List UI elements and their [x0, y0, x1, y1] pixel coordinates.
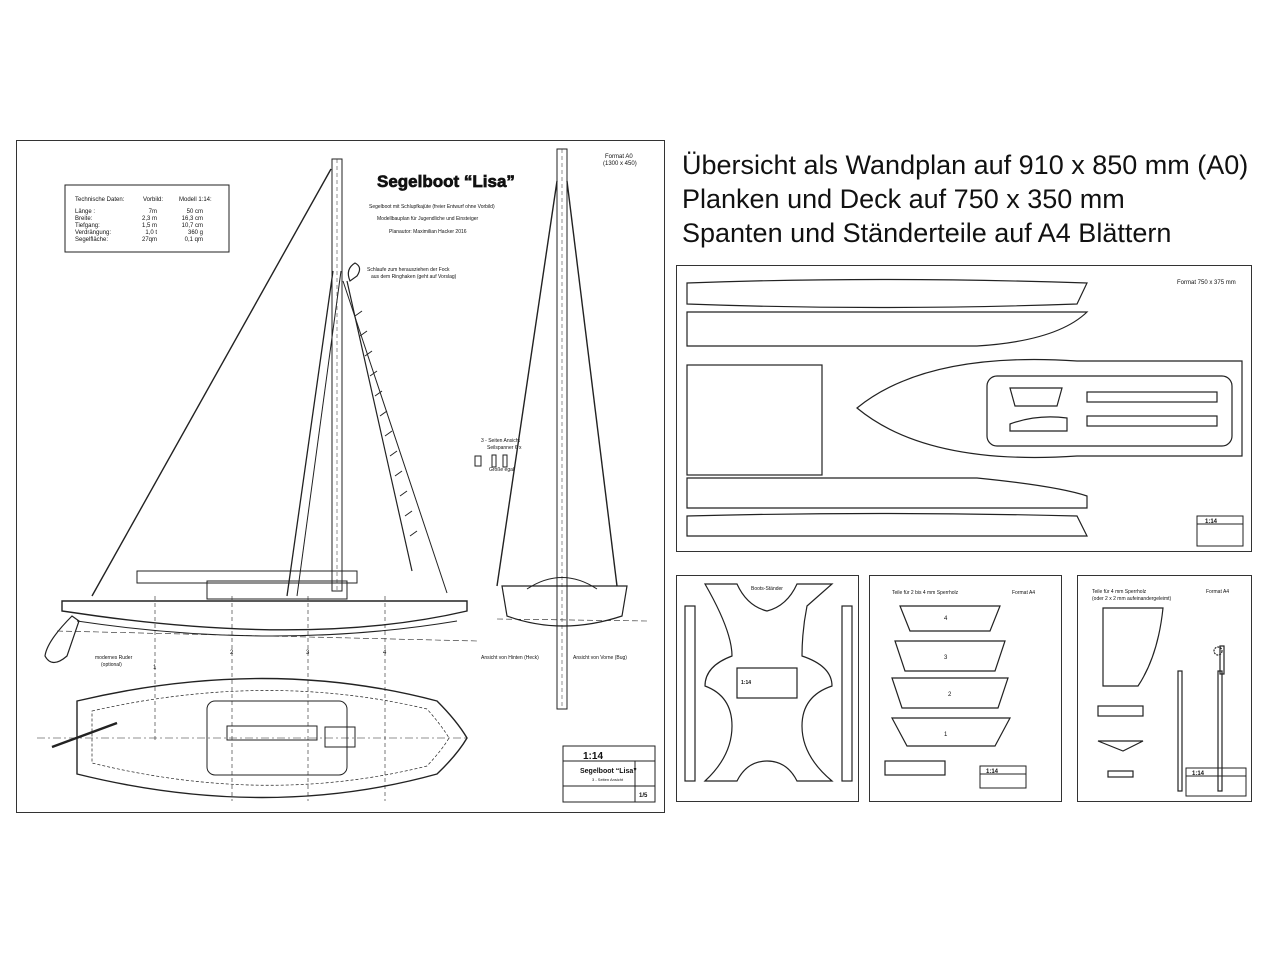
- overview-line-2: Planken und Deck auf 750 x 350 mm: [682, 184, 1125, 214]
- frame-1: [890, 717, 1012, 747]
- main-titleblock: [562, 745, 656, 803]
- tech-cell-label: Tiefgang:: [75, 223, 100, 229]
- frame-number-3: 3: [306, 650, 310, 656]
- plan-subtitle-2: Modellbauplan für Jugendliche und Einste…: [377, 216, 479, 222]
- frames-drawing: Teile für 2 bis 4 mm Sperrholz Format A4…: [884, 590, 1035, 789]
- plan-title: Segelboot “Lisa”: [377, 172, 515, 191]
- titleblock-sheet: 1/5: [639, 793, 648, 799]
- hull-top: [76, 677, 468, 799]
- frame-number-2: 2: [230, 650, 234, 656]
- frame-label-1: 1: [944, 732, 948, 738]
- view-stern-label: Ansicht von Hinten (Heck): [481, 655, 539, 661]
- deck-panel: [686, 364, 823, 476]
- stand-drawing: Boots-Ständer 1:14: [684, 583, 853, 782]
- rudder-label-2: (optional): [101, 662, 122, 668]
- frames-sheet: Teile für 2 bis 4 mm Sperrholz Format A4…: [869, 575, 1062, 802]
- frame-lines: [154, 596, 386, 801]
- note-three-view: 3 - Seiten Ansicht: [481, 438, 521, 444]
- tech-heading: Technische Daten:: [75, 197, 125, 203]
- tech-col-original: Vorbild:: [143, 197, 163, 203]
- parts-format: Format A4: [1206, 589, 1229, 595]
- tensioner-icons: [474, 454, 508, 468]
- main-plan-drawing: Technische Daten: Vorbild: Modell 1:14: …: [37, 148, 656, 803]
- frame-label-3: 3: [944, 655, 948, 661]
- tech-cell-model: 16,3 cm: [182, 216, 203, 222]
- note-loop-2: aus dem Ringhaken (geht auf Vorslag): [371, 274, 457, 280]
- overview-line-3: Spanten und Ständerteile auf A4 Blättern: [682, 218, 1172, 248]
- planks-scale: 1:14: [1205, 519, 1218, 525]
- deck-outline: [856, 358, 1243, 459]
- tech-cell-original: 1,0 t: [145, 230, 157, 236]
- parts-sheet: Teile für 4 mm Sperrholz (oder 2 x 2 mm …: [1077, 575, 1252, 802]
- note-tensioner: Seilspanner 6 x: [487, 445, 522, 451]
- note-loop: Schlaufe zum herausziehen der Fock: [367, 267, 450, 273]
- keel-part: [1102, 607, 1164, 687]
- frames-format: Format A4: [1012, 590, 1035, 596]
- tech-cell-original: 1,5 m: [142, 223, 157, 229]
- plan-format-size: (1300 x 450): [603, 161, 637, 167]
- tech-cell-model: 50 cm: [187, 209, 203, 215]
- forestay: [91, 168, 332, 597]
- cockpit-cutout: [986, 375, 1233, 447]
- tech-cell-label: Segelfläche:: [75, 237, 108, 243]
- plan-subtitle: Segelboot mit Schlupfkajüte (freier Entw…: [369, 204, 495, 210]
- plan-author: Planautor: Maximilian Hacker 2016: [389, 229, 467, 235]
- rudder-label: modernes Ruder: [95, 655, 133, 661]
- stand-title: Boots-Ständer: [751, 586, 783, 592]
- plank-2: [686, 311, 1089, 347]
- tech-cell-original: 7m: [149, 209, 157, 215]
- front-view-hull: [501, 585, 628, 627]
- planks-deck-sheet: Format 750 x 375 mm 1:14: [676, 265, 1252, 552]
- plan-format: Format A0: [605, 154, 633, 160]
- stand-scale: 1:14: [741, 680, 751, 686]
- planks-drawing: Format 750 x 375 mm 1:14: [686, 278, 1244, 547]
- planks-titleblock: [1196, 515, 1244, 547]
- frame-label-2: 2: [948, 692, 952, 698]
- parts-title: Teile für 4 mm Sperrholz: [1092, 589, 1147, 595]
- note-size: Größe egal: [489, 467, 514, 473]
- tech-cell-label: Länge :: [75, 209, 95, 215]
- plank-4: [686, 512, 1088, 537]
- sail-lacing: [354, 310, 418, 537]
- frames-scale: 1:14: [986, 769, 999, 775]
- frame-number-1: 1: [153, 665, 157, 671]
- stand-frame: [703, 583, 834, 782]
- titleblock-name: Segelboot “Lisa”: [580, 768, 637, 775]
- boat-stand-sheet: Boots-Ständer 1:14: [676, 575, 859, 802]
- tech-cell-label: Verdrängung:: [75, 230, 111, 236]
- frame-number-4: 4: [383, 650, 387, 656]
- frames-title: Teile für 2 bis 4 mm Sperrholz: [892, 590, 959, 596]
- overview-text: Übersicht als Wandplan auf 910 x 850 mm …: [682, 148, 1248, 250]
- titleblock-view: 3 - Seiten Ansicht: [592, 777, 624, 782]
- tech-rows: Länge : 7m 50 cm Breite: 2,3 m 16,3 cm Tiefgan…: [75, 209, 203, 243]
- tech-col-model: Modell 1:14:: [179, 197, 212, 203]
- tech-data-box: [64, 184, 230, 253]
- hull-side: [61, 600, 468, 631]
- main-plan-sheet: Technische Daten: Vorbild: Modell 1:14: …: [16, 140, 665, 813]
- plank-3: [686, 477, 1088, 509]
- frame-label-4: 4: [944, 616, 948, 622]
- tech-cell-original: 27qm: [142, 237, 157, 243]
- parts-drawing: Teile für 4 mm Sperrholz (oder 2 x 2 mm …: [1092, 589, 1247, 797]
- titleblock-scale: 1:14: [583, 751, 603, 762]
- plank-1: [686, 278, 1088, 309]
- tech-cell-model: 0,1 qm: [185, 237, 203, 243]
- tech-cell-model: 360 g: [188, 230, 203, 236]
- tech-cell-model: 10,7 cm: [182, 223, 203, 229]
- parts-title-2: (oder 2 x 2 mm aufeinandergeleimt): [1092, 596, 1172, 602]
- tech-cell-label: Breite:: [75, 216, 93, 222]
- view-bow-label: Ansicht von Vorne (Bug): [573, 655, 627, 661]
- parts-scale: 1:14: [1192, 771, 1205, 777]
- tech-cell-original: 2,3 m: [142, 216, 157, 222]
- frame-3: [894, 640, 1006, 672]
- frame-4: [899, 605, 1001, 632]
- rudder: [44, 615, 80, 664]
- frame-2: [891, 677, 1009, 709]
- planks-format: Format 750 x 375 mm: [1177, 280, 1236, 286]
- overview-line-1: Übersicht als Wandplan auf 910 x 850 mm …: [682, 150, 1249, 180]
